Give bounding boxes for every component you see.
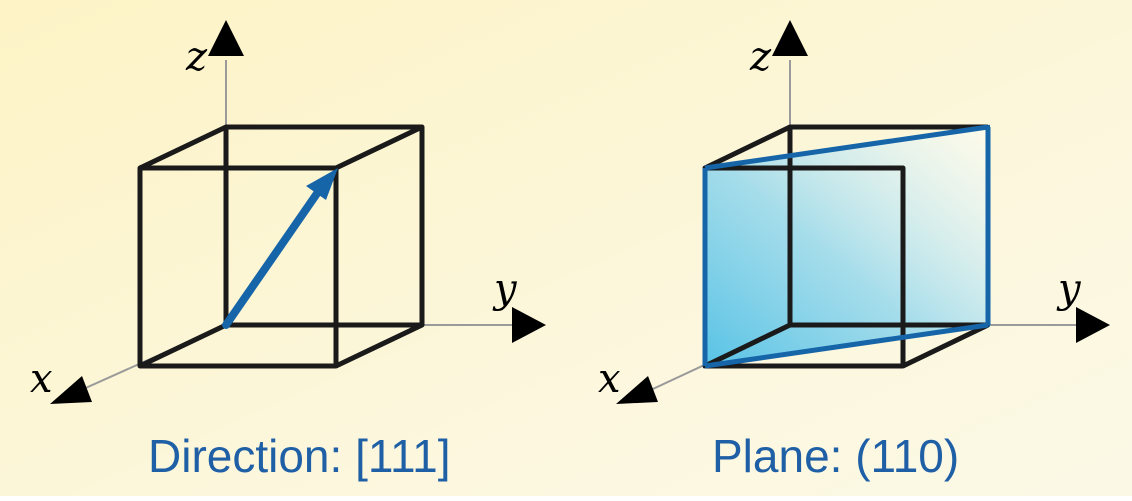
z-axis-arrowhead: [208, 20, 244, 56]
y-axis-arrowhead: [512, 307, 546, 343]
y-axis-label: y: [492, 266, 518, 312]
plane-edge: [704, 124, 989, 171]
x-axis-label: x: [598, 356, 621, 402]
z-axis-label: z: [749, 34, 772, 80]
cube-front-face: [137, 165, 339, 369]
z-axis-label: z: [185, 34, 208, 80]
y-axis-arrowhead: [1076, 307, 1110, 343]
cube-edge: [703, 322, 792, 369]
x-axis-arrowhead: [616, 376, 658, 404]
cube-edge: [334, 127, 425, 369]
cube-edge: [138, 124, 425, 171]
plane-edge: [704, 322, 989, 369]
cube-edge: [138, 322, 228, 369]
cube-edge: [901, 322, 990, 369]
y-axis-label: y: [1056, 266, 1082, 312]
direction-vector: [222, 188, 322, 329]
direction-caption: Direction: [111]: [148, 430, 451, 482]
cube-edge: [703, 124, 988, 171]
plane-panel: z y x Plane: (110): [598, 20, 1110, 482]
plane-caption: Plane: (110): [712, 430, 959, 482]
unit-cube: [137, 124, 425, 369]
direction-vector-arrowhead: [306, 168, 338, 200]
x-axis-label: x: [30, 356, 53, 402]
direction-panel: z y x Direction: [111]: [30, 20, 546, 482]
z-axis-arrowhead: [772, 20, 808, 56]
x-axis-arrowhead: [50, 376, 92, 404]
